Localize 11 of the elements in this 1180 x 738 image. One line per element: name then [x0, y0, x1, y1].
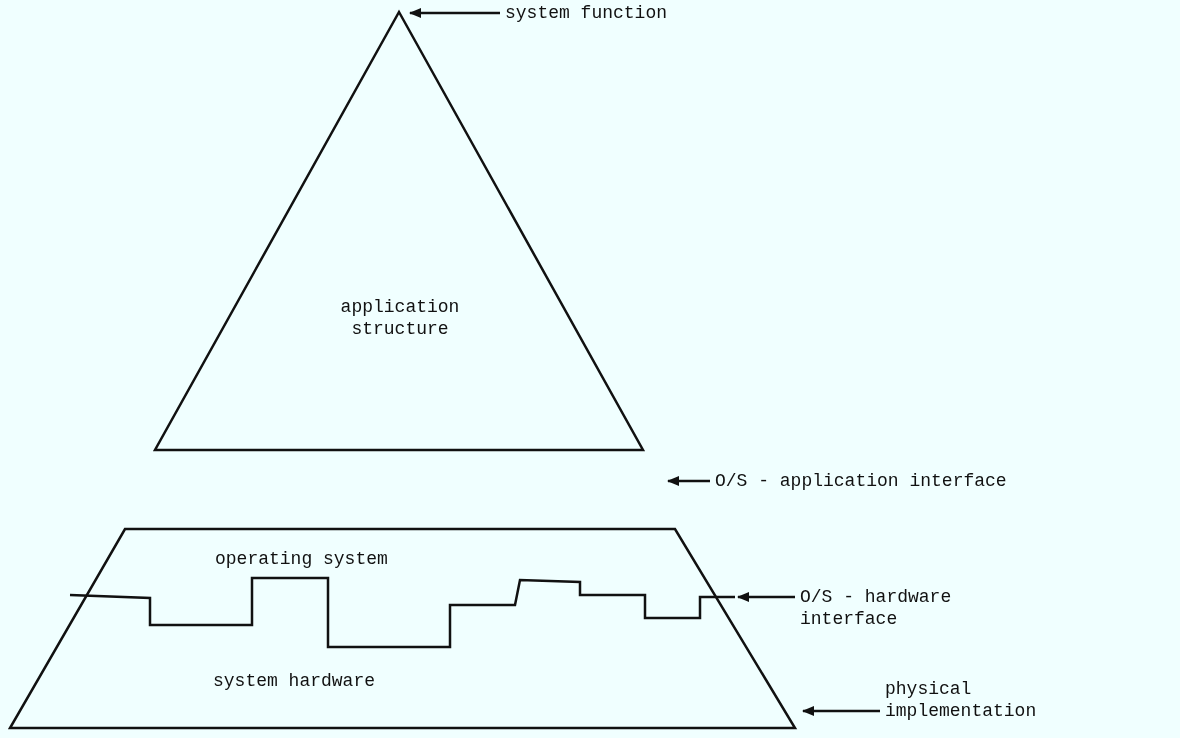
leader-arrow [667, 476, 710, 486]
callout-label: O/S - application interface [715, 470, 1008, 492]
leader-arrow [802, 706, 880, 716]
section-label: operating system [215, 548, 389, 570]
callout-label: system function [505, 2, 669, 24]
section-label: application structure [339, 296, 461, 340]
callout-label: O/S - hardware interface [800, 586, 953, 630]
leader-arrow [737, 592, 795, 602]
section-label: system hardware [213, 670, 377, 692]
leader-arrow [409, 8, 500, 18]
callout-label: physical implementation [885, 678, 1038, 722]
